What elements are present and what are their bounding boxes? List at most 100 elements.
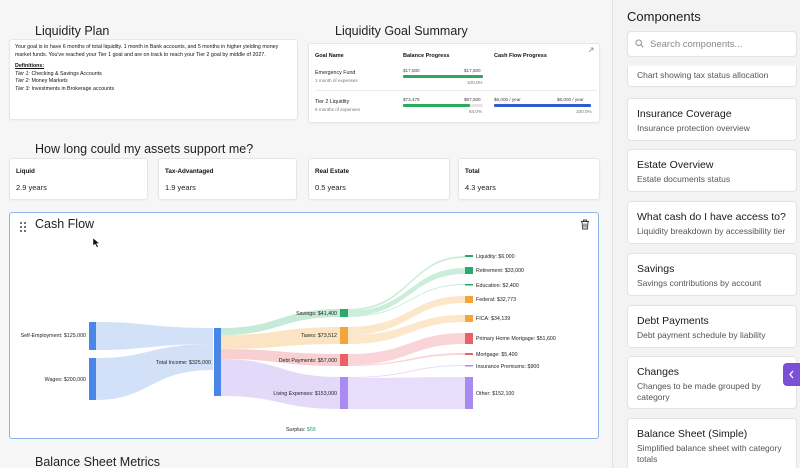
metric-label: Real Estate (315, 168, 349, 175)
flow-fica (348, 315, 465, 344)
node-retirement[interactable] (465, 267, 473, 274)
components-sidebar: Components Search components... Chart sh… (612, 0, 800, 468)
goal-summary-title: Liquidity Goal Summary (335, 24, 468, 38)
label-federal: Federal: $32,773 (476, 297, 516, 303)
balance-progress-fill (403, 75, 483, 78)
expand-icon[interactable] (588, 47, 594, 53)
node-debt-payments[interactable] (340, 354, 348, 366)
component-tax-status-allocation[interactable]: Chart showing tax status allocation (627, 66, 797, 87)
node-taxes[interactable] (340, 327, 348, 344)
metric-card-real-estate[interactable]: Real Estate 0.5 years (308, 158, 450, 200)
cashflow-target: $6,000 / year (557, 97, 584, 102)
node-other[interactable] (465, 377, 473, 409)
node-total-income[interactable] (214, 328, 221, 396)
component-title: Balance Sheet (Simple) (637, 428, 748, 440)
label-education: Education: $2,400 (476, 283, 519, 289)
assets-support-title: How long could my assets support me? (35, 142, 254, 156)
node-living-expenses[interactable] (340, 377, 348, 409)
cashflow-progress-fill (494, 104, 591, 107)
component-cash-access[interactable]: What cash do I have access to? Liquidity… (627, 201, 797, 244)
component-changes[interactable]: Changes Changes to be made grouped by ca… (627, 356, 797, 409)
metric-label: Tax-Advantaged (165, 168, 214, 175)
node-self-employment[interactable] (89, 322, 96, 350)
sankey-chart: Self-Employment: $125,000 Wages: $200,00… (21, 254, 556, 433)
component-insurance-coverage[interactable]: Insurance Coverage Insurance protection … (627, 98, 797, 141)
components-title: Components (627, 9, 701, 24)
balance-target: $87,500 (464, 97, 481, 102)
liquidity-plan-text: Your goal is to have 6 months of total l… (15, 44, 293, 93)
search-components-input[interactable]: Search components... (627, 31, 797, 57)
flow-debt (221, 349, 340, 366)
metric-value: 1.9 years (165, 183, 196, 192)
metric-label: Total (465, 168, 480, 175)
flow-taxes (221, 327, 340, 349)
balance-current: $17,500 (403, 68, 420, 73)
label-total-income: Total Income: $325,000 (156, 360, 211, 366)
component-desc: Insurance protection overview (637, 123, 750, 133)
collapse-panel-tab[interactable] (783, 363, 800, 386)
node-liquidity[interactable] (465, 255, 473, 257)
node-primary-home-mortgage[interactable] (465, 333, 473, 344)
goal-sub: 5 months of expenses (315, 107, 360, 112)
node-mortgage[interactable] (465, 353, 473, 355)
metric-card-tax-advantaged[interactable]: Tax-Advantaged 1.9 years (158, 158, 297, 200)
component-title: Savings (637, 263, 675, 275)
component-estate-overview[interactable]: Estate Overview Estate documents status (627, 149, 797, 192)
component-savings[interactable]: Savings Savings contributions by account (627, 253, 797, 296)
node-insurance-premiums[interactable] (465, 365, 473, 367)
component-desc: Estate documents status (637, 174, 731, 184)
flow-retirement (348, 268, 465, 316)
goal-name: Emergency Fund (315, 70, 356, 76)
balance-target: $17,500 (464, 68, 481, 73)
metric-value: 2.9 years (16, 183, 47, 192)
cashflow-percent: 100.0% (576, 109, 592, 114)
flow-self-employment (96, 322, 213, 350)
balance-percent: 84.0% (469, 109, 483, 114)
col-cashflow-progress: Cash Flow Progress (494, 53, 547, 59)
component-desc: Chart showing tax status allocation (637, 70, 769, 80)
label-self-employment: Self-Employment: $125,000 (21, 333, 86, 339)
trash-icon[interactable] (580, 219, 590, 230)
flow-mortgage (348, 353, 465, 366)
node-federal[interactable] (465, 296, 473, 303)
drag-handle-icon[interactable] (19, 221, 27, 233)
component-debt-payments[interactable]: Debt Payments Debt payment schedule by l… (627, 305, 797, 348)
balance-progress-bar (403, 104, 483, 107)
component-balance-sheet-simple[interactable]: Balance Sheet (Simple) Simplified balanc… (627, 418, 797, 468)
label-fica: FICA: $34,139 (476, 316, 510, 322)
component-title: Estate Overview (637, 159, 714, 171)
cashflow-progress-bar (494, 104, 591, 107)
metric-card-total[interactable]: Total 4.3 years (458, 158, 600, 200)
plan-body: Your goal is to have 6 months of total l… (15, 44, 279, 58)
metric-value: 0.5 years (315, 183, 346, 192)
liquidity-plan-card[interactable] (9, 39, 298, 120)
node-fica[interactable] (465, 315, 473, 322)
mouse-cursor-icon (92, 237, 101, 248)
label-debt-payments: Debt Payments: $57,000 (279, 358, 337, 364)
chevron-left-icon (789, 370, 794, 379)
cash-flow-card[interactable]: Cash Flow (9, 212, 599, 439)
metric-label: Liquid (16, 168, 35, 175)
label-savings: Savings: $41,400 (296, 311, 337, 317)
goal-summary-card[interactable]: Goal Name Balance Progress Cash Flow Pro… (308, 43, 600, 123)
flow-insurance (348, 365, 465, 378)
tier-2-definition: Tier 2: Money Markets (15, 78, 68, 85)
cashflow-current: $6,000 / year (494, 97, 521, 102)
node-savings[interactable] (340, 309, 348, 317)
liquidity-plan-title: Liquidity Plan (35, 24, 110, 38)
node-education[interactable] (465, 284, 473, 286)
label-retirement: Retirement: $33,000 (476, 268, 524, 274)
flow-wages (96, 344, 213, 400)
col-balance-progress: Balance Progress (403, 53, 450, 59)
label-insurance-premiums: Insurance Premiums: $900 (476, 364, 539, 370)
label-primary-home-mortgage: Primary Home Mortgage: $51,600 (476, 336, 556, 342)
label-taxes: Taxes: $73,512 (301, 333, 337, 339)
component-title: Changes (637, 366, 680, 378)
metric-card-liquid[interactable]: Liquid 2.9 years (9, 158, 148, 200)
label-mortgage: Mortgage: $5,400 (476, 352, 518, 358)
cash-flow-title: Cash Flow (35, 217, 95, 231)
node-wages[interactable] (89, 358, 96, 400)
tier-3-definition: Tier 3: Investments in Brokerage account… (15, 85, 115, 92)
flow-savings (221, 309, 340, 335)
dashboard-canvas: Liquidity Plan Your goal is to have 6 mo… (9, 24, 600, 468)
